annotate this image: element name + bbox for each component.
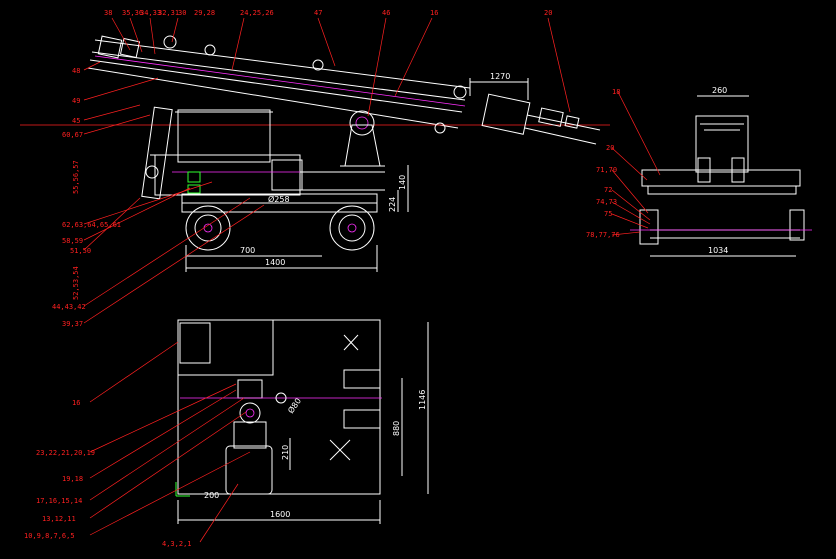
- callout-l9: 58,59: [62, 237, 83, 245]
- callout-r2: 20: [606, 144, 614, 152]
- callout-t10: 16: [430, 9, 438, 17]
- callout-t9: 46: [382, 9, 390, 17]
- hopper: [141, 106, 385, 200]
- dim-plan-dia: Ø80: [285, 396, 303, 415]
- callout-b1: 16: [72, 399, 80, 407]
- callout-l11: 44,43,42: [52, 303, 86, 311]
- side-dimensions: 1270 700 1400 140 224 Ø258: [185, 72, 529, 272]
- callout-l13: 39,37: [62, 320, 83, 328]
- callout-l8: 62,63,64,65,61: [62, 221, 121, 229]
- callout-b7: 4,3,2,1: [162, 540, 192, 548]
- wheel-left: [185, 205, 231, 251]
- callout-t6: 29,28: [194, 9, 215, 17]
- callout-l1: 48: [72, 67, 80, 75]
- plan-view: 1600 1146 880 210 200 Ø80: [175, 319, 429, 524]
- callout-r6: 75: [604, 210, 612, 218]
- callout-r3: 71,70: [596, 166, 617, 174]
- dim-base-length: 1400: [265, 258, 285, 267]
- dim-plan-offset: 200: [204, 491, 219, 500]
- callout-t4: 32,31: [158, 9, 179, 17]
- callout-l3: 45: [72, 117, 80, 125]
- callout-l6: 52,53,54: [72, 266, 80, 300]
- callout-t8: 47: [314, 9, 322, 17]
- wheel-right: [329, 205, 375, 251]
- dim-side-top: 260: [712, 86, 727, 95]
- callout-t1: 38: [104, 9, 112, 17]
- callout-r1: 18: [612, 88, 620, 96]
- side-elevation-view: 1270 700 1400 140 224 Ø258: [20, 35, 610, 272]
- callout-labels: 38 35,36 34,33 32,31 30 29,28 24,25,26 4…: [24, 9, 620, 548]
- dim-plan-height: 1146: [418, 390, 427, 410]
- callout-b6: 10,9,8,7,6,5: [24, 532, 75, 540]
- dim-plan-small: 210: [281, 445, 290, 460]
- callout-b4: 17,16,15,14: [36, 497, 82, 505]
- callout-t5: 30: [178, 9, 186, 17]
- callout-l2: 49: [72, 97, 80, 105]
- callout-r7: 78,77,76: [586, 231, 620, 239]
- callout-t11: 20: [544, 9, 552, 17]
- inclined-boom: [20, 35, 610, 145]
- callout-t2: 35,36: [122, 9, 143, 17]
- callout-t7: 24,25,26: [240, 9, 274, 17]
- pivot-support: [340, 110, 385, 167]
- leader-lines: [83, 17, 661, 543]
- callout-l5: 55,56,57: [72, 160, 80, 194]
- dim-wheel-dia: Ø258: [268, 194, 290, 204]
- dim-plan-width: 1600: [270, 510, 290, 519]
- callout-l7: 51,50: [70, 247, 91, 255]
- dim-wheel-spacing: 700: [240, 246, 255, 255]
- callout-b5: 13,12,11: [42, 515, 76, 523]
- dim-height-b: 224: [388, 197, 397, 212]
- dim-boom-length: 1270: [490, 72, 510, 81]
- dim-plan-inner: 880: [392, 421, 401, 436]
- dim-height-a: 140: [398, 175, 407, 190]
- callout-l4: 60,67: [62, 131, 83, 139]
- callout-b2: 23,22,21,20,19: [36, 449, 95, 457]
- callout-r5: 74,73: [596, 198, 617, 206]
- dim-side-width: 1034: [708, 246, 728, 255]
- callout-b3: 19,18: [62, 475, 83, 483]
- end-view: 260 1034: [630, 86, 812, 257]
- callout-r4: 72: [604, 186, 612, 194]
- chassis: [181, 193, 378, 251]
- callout-t3: 34,33: [140, 9, 161, 17]
